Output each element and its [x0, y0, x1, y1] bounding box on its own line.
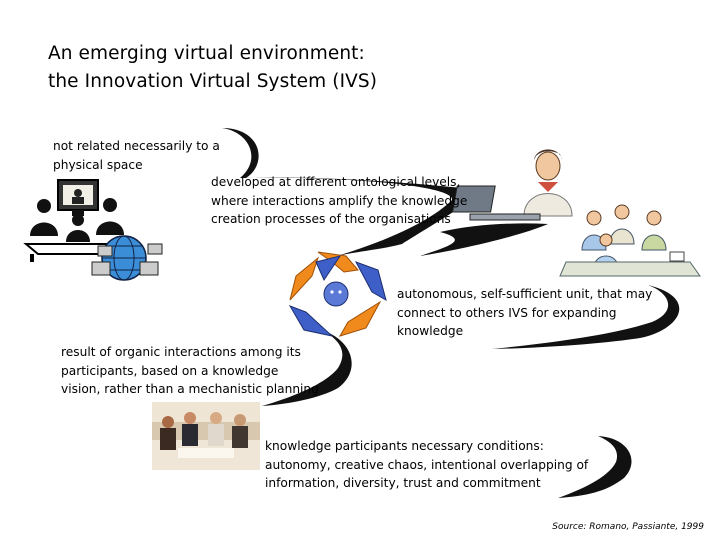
- team-meeting-clipart: [559, 204, 701, 277]
- point-3-line-2: connect to others IVS for expanding: [397, 305, 617, 320]
- point-4-line-2: participants, based on a knowledge: [61, 363, 279, 378]
- point-3-line-3: knowledge: [397, 324, 464, 338]
- swoosh-5: [558, 436, 632, 498]
- point-4-line-3: vision, rather than a mechanistic planni…: [61, 382, 319, 396]
- point-2-line-3: creation processes of the organisations: [211, 212, 451, 226]
- point-2-line-2: where interactions amplify the knowledge: [211, 193, 468, 208]
- globe-network-clipart: [91, 235, 163, 281]
- point-organic-interactions: result of organic interactions among its…: [61, 343, 319, 399]
- point-1-line-1: not related necessarily to a: [53, 139, 220, 153]
- point-3-line-1: autonomous, self-sufficient unit, that m…: [397, 287, 653, 301]
- point-2-line-1: developed at different ontological level…: [211, 175, 461, 189]
- point-autonomous-unit: autonomous, self-sufficient unit, that m…: [397, 285, 652, 341]
- laptop-worker-clipart: [452, 149, 573, 221]
- point-ontological-levels: developed at different ontological level…: [211, 173, 467, 229]
- slide-title: An emerging virtual environment: the Inn…: [48, 40, 377, 96]
- point-5-line-1: knowledge participants necessary conditi…: [265, 439, 544, 453]
- swoosh-1: [222, 128, 480, 258]
- title-line-2: the Innovation Virtual System (IVS): [48, 71, 378, 92]
- source-citation: Source: Romano, Passiante, 1999: [552, 522, 704, 532]
- title-line-1: An emerging virtual environment:: [48, 43, 365, 64]
- meeting-photo: [152, 402, 260, 470]
- point-physical-space: not related necessarily to a physical sp…: [53, 137, 220, 174]
- swoosh-2: [420, 223, 548, 256]
- swoosh-4: [262, 330, 352, 406]
- point-4-line-1: result of organic interactions among its: [61, 345, 301, 359]
- swoosh-3: [492, 285, 680, 349]
- point-necessary-conditions: knowledge participants necessary conditi…: [265, 437, 588, 493]
- point-5-line-2: autonomy, creative chaos, intentional ov…: [265, 457, 589, 472]
- point-1-line-2: physical space: [53, 157, 143, 172]
- point-5-line-3: information, diversity, trust and commit…: [265, 476, 541, 490]
- recycle-arrows-icon: [288, 251, 387, 337]
